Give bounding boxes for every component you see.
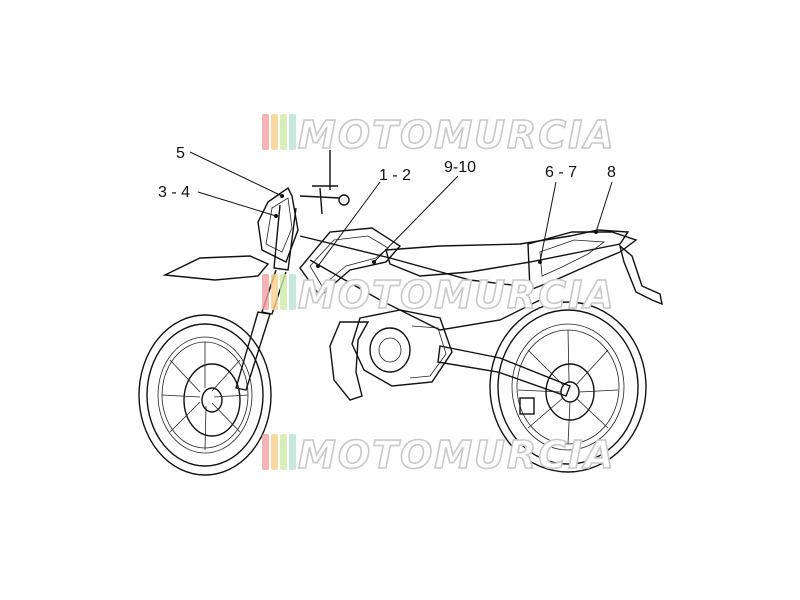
handlebar <box>299 185 341 215</box>
exhaust-pipe <box>329 321 370 401</box>
mirror-knob <box>338 194 350 206</box>
callout-8: 8 <box>607 164 616 181</box>
callout-1-2: 1 - 2 <box>379 167 411 184</box>
rear-caliper <box>519 397 535 415</box>
watermark-middle: MOTOMURCIA <box>262 272 616 318</box>
leader-lines <box>189 151 613 268</box>
callout-5: 5 <box>176 145 185 162</box>
callout-6-7: 6 - 7 <box>545 164 577 181</box>
watermark-text: MOTOMURCIA <box>298 113 616 157</box>
front-wheel <box>138 314 272 476</box>
rear-tail-fender <box>527 231 638 292</box>
callout-9-10: 9-10 <box>444 159 476 176</box>
front-number-plate <box>257 186 299 263</box>
motorcycle-drawing <box>138 150 663 476</box>
fuel-tank-panel <box>299 227 402 298</box>
front-fender <box>162 255 270 281</box>
callout-labels: 5 3 - 4 1 - 2 9-10 6 - 7 8 <box>158 145 616 201</box>
watermark-bottom: MOTOMURCIA <box>262 432 616 478</box>
license-plate-holder <box>618 244 663 306</box>
swingarm <box>437 345 571 397</box>
seat <box>385 229 630 277</box>
engine <box>351 309 453 387</box>
watermark-text: MOTOMURCIA <box>298 273 616 317</box>
frame <box>299 235 541 331</box>
rear-wheel <box>489 301 647 473</box>
watermark-top: MOTOMURCIA <box>262 112 616 158</box>
callout-3-4: 3 - 4 <box>158 184 190 201</box>
watermark-text: MOTOMURCIA <box>298 433 616 477</box>
